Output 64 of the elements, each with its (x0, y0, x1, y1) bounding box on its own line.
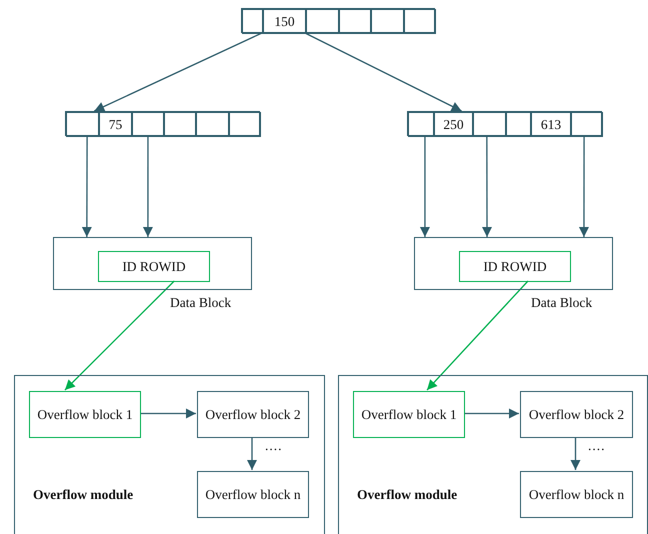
index-cell (196, 112, 229, 137)
module-heading: Overflow module (357, 486, 458, 504)
arrow (570, 437, 580, 470)
key-value: 250 (442, 116, 465, 134)
key-value: 613 (540, 116, 562, 134)
arrow (247, 437, 257, 470)
rowid-entry-box (459, 251, 571, 282)
index-row (241, 8, 435, 33)
index-row (407, 111, 602, 136)
block-label: Overflow block 2 (204, 406, 302, 424)
index-cell (531, 112, 571, 137)
arrow (140, 408, 196, 418)
overflow-block (197, 471, 309, 518)
index-cell (371, 9, 404, 34)
entry-label: ID ROWID (482, 258, 548, 276)
arrow (82, 136, 92, 237)
block-label: Overflow block n (528, 486, 626, 504)
index-cell (263, 9, 306, 34)
index-cell (339, 9, 371, 34)
index-cell (164, 112, 196, 137)
index-cell (571, 112, 603, 137)
overflow-module-panel (338, 375, 648, 534)
index-cell (473, 112, 506, 137)
key-value: 150 (273, 12, 296, 30)
index-cell (99, 112, 132, 137)
index-row (65, 111, 260, 136)
index-cell (229, 112, 261, 137)
block-caption: Data Block (531, 295, 592, 311)
overflow-block (520, 471, 633, 518)
arrow (578, 136, 589, 237)
overflow-block (29, 391, 141, 438)
index-cell (408, 112, 434, 137)
arrow (142, 136, 153, 237)
arrow (482, 136, 492, 237)
block-label: Overflow block 1 (360, 406, 458, 424)
data-block (414, 237, 613, 290)
index-cell (434, 112, 473, 137)
overflow-block (353, 391, 465, 438)
index-cell (404, 9, 436, 34)
rowid-entry-box (98, 251, 210, 282)
arrow (426, 280, 528, 390)
index-cell (506, 112, 531, 137)
index-cell (66, 112, 99, 137)
overflow-module-panel (14, 375, 325, 534)
continuation-dots: .... (588, 439, 606, 452)
block-label: Overflow block 2 (528, 406, 626, 424)
overflow-block (197, 391, 309, 438)
data-block (53, 237, 252, 290)
key-value: 75 (108, 116, 124, 134)
arrow (94, 32, 262, 112)
block-caption: Data Block (170, 295, 232, 311)
index-cell (306, 9, 339, 34)
module-heading: Overflow module (33, 486, 134, 504)
arrow (64, 280, 175, 390)
block-label: Overflow block n (204, 486, 302, 504)
arrow (464, 408, 519, 418)
continuation-dots: .... (265, 439, 282, 452)
arrow (420, 136, 430, 237)
overflow-block (520, 391, 633, 438)
block-label: Overflow block 1 (36, 406, 134, 424)
index-cell (242, 9, 263, 34)
arrow (304, 32, 462, 112)
index-cell (132, 112, 164, 137)
entry-label: ID ROWID (121, 258, 187, 276)
